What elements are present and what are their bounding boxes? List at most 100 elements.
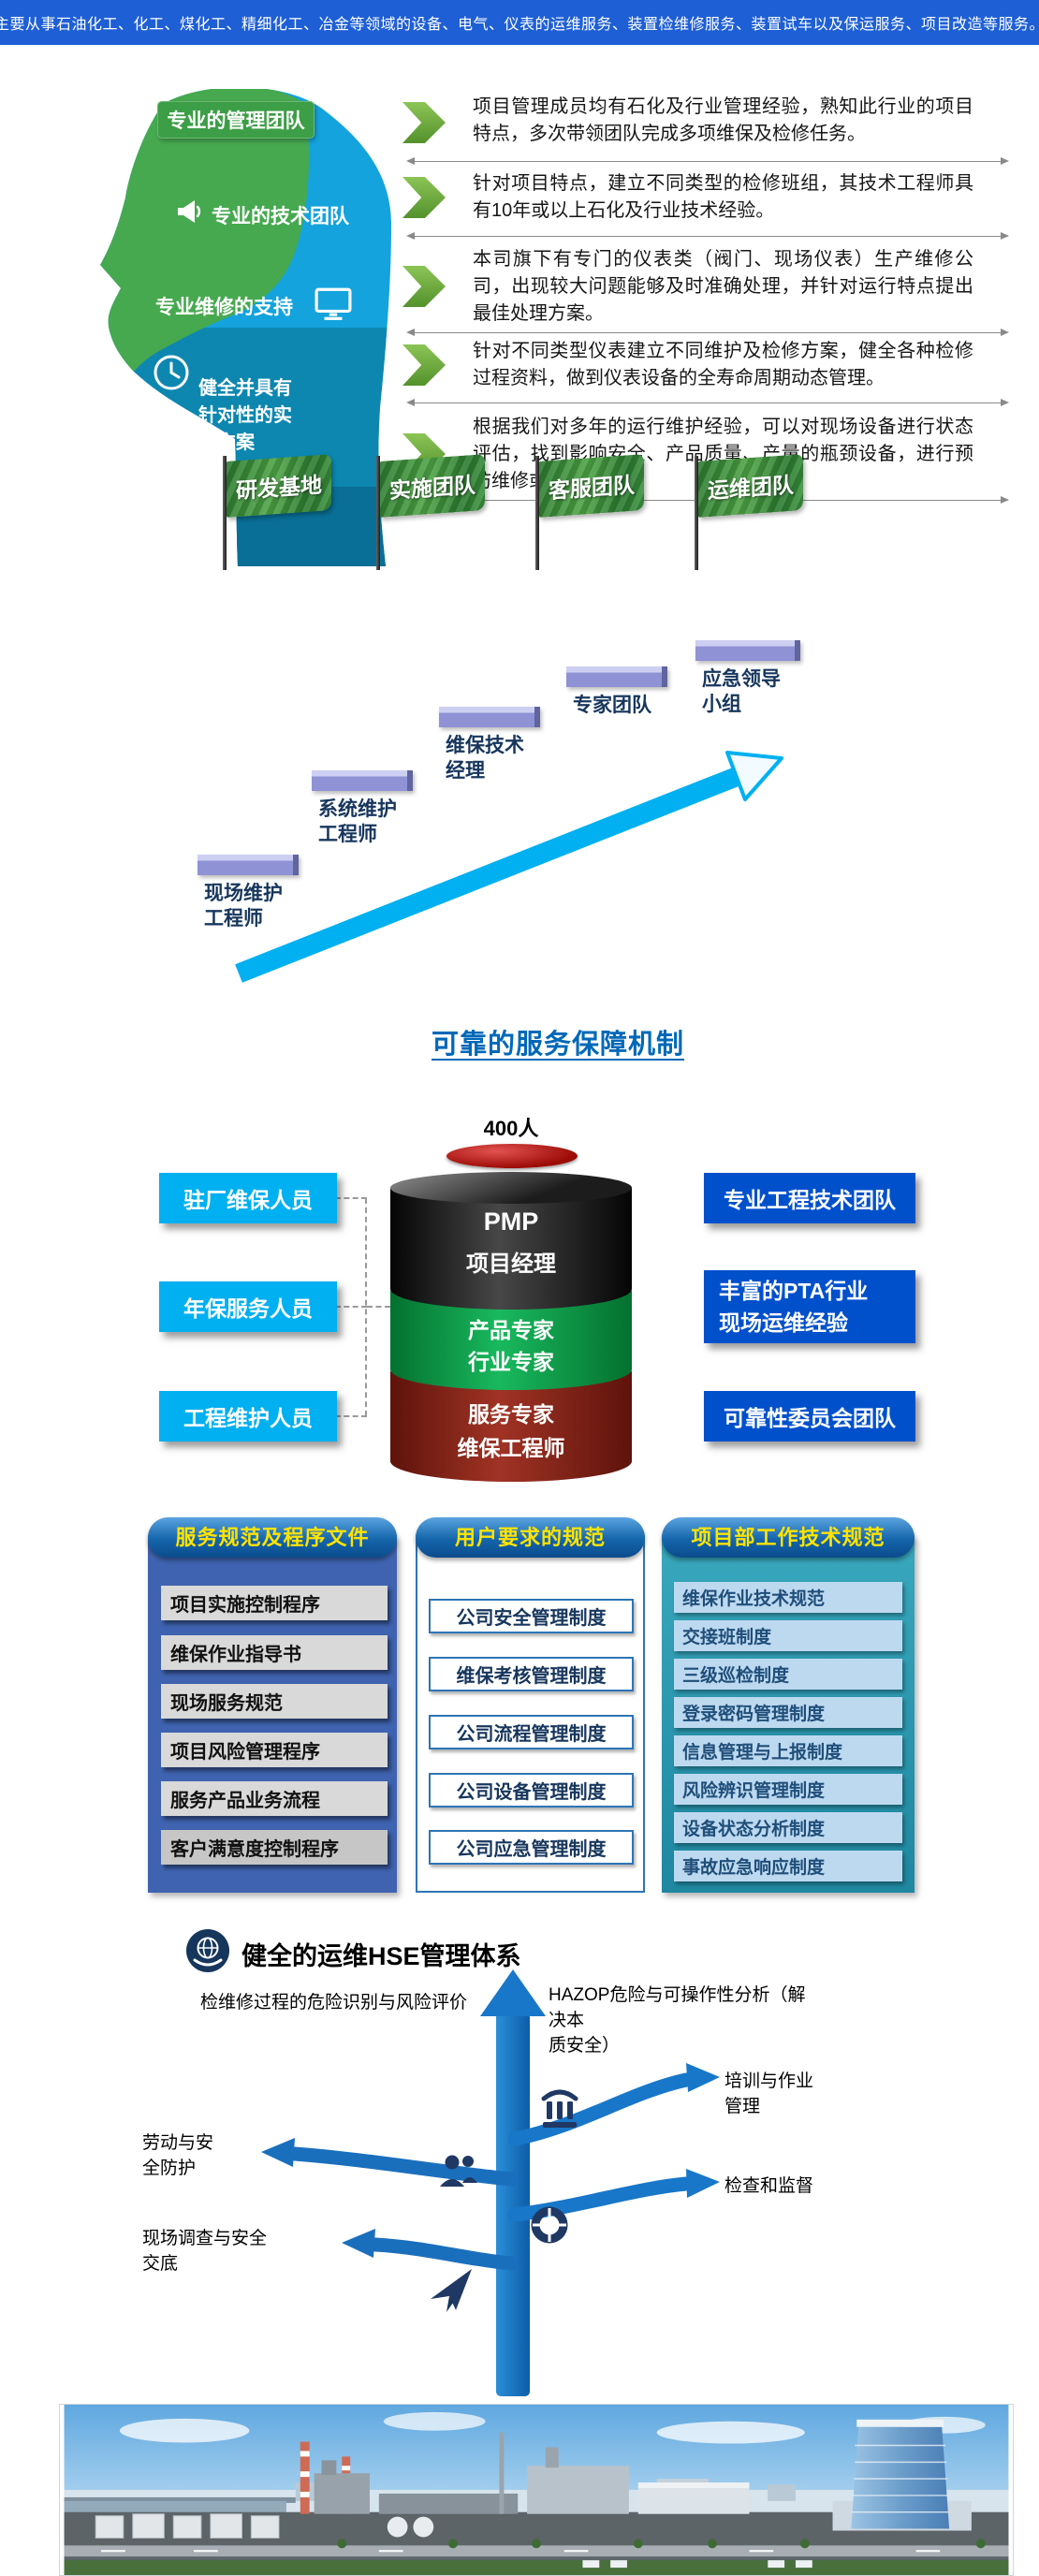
clock-icon (154, 355, 189, 390)
staff-cylinder: PMP 项目经理 产品专家 行业专家 服务专家 维保工程师 (390, 1172, 632, 1483)
flag-pole (223, 456, 227, 570)
cylinder-text: 项目经理 (466, 1251, 556, 1277)
cylinder-text: 行业专家 (468, 1350, 554, 1374)
library-columns-icon (541, 2089, 578, 2128)
flag-operation-team: 运维团队 (698, 454, 803, 518)
escalation-step-bar (312, 770, 413, 791)
flag-label: 运维团队 (708, 472, 794, 504)
management-team-text: 专业的管理团队 (167, 110, 305, 132)
staff-box-label: 年保服务人员 (183, 1296, 313, 1321)
advantage-paragraph: 项目管理成员均有石化及行业管理经验，熟知此行业的项目特点，多次带领团队完成多项维… (473, 96, 973, 144)
cylinder-text: 产品专家 (468, 1318, 554, 1342)
label-management-team: 专业的管理团队 (157, 101, 315, 139)
escalation-step-label: 系统维护 工程师 (318, 798, 397, 845)
label-technical-team: 专业的技术团队 (212, 201, 349, 229)
technical-team-text: 专业的技术团队 (212, 206, 349, 227)
cylinder-band-pmp (390, 1188, 632, 1310)
megaphone-icon (178, 200, 201, 223)
hse-label-risk-identification: 检维修过程的危险识别与风险评价 (200, 1993, 468, 2012)
connector-line (335, 1197, 367, 1199)
column-item: 设备状态分析制度 (674, 1812, 902, 1843)
escalation-step-bar (566, 666, 667, 687)
column-item: 三级巡检制度 (674, 1659, 902, 1690)
hse-label-inspection: 检查和监督 (724, 2176, 814, 2196)
column-item: 服务产品业务流程 (161, 1781, 388, 1816)
chevron-right-icon (402, 344, 446, 386)
flag-customer-service-team: 客服团队 (539, 454, 644, 518)
escalation-step-label: 应急领导 小组 (702, 668, 781, 715)
column-item: 维保作业指导书 (161, 1635, 388, 1670)
column-item: 风险辨识管理制度 (674, 1774, 902, 1805)
staff-box-label: 驻厂维保人员 (183, 1188, 313, 1212)
team-box-label: 专业工程技术团队 (724, 1188, 896, 1212)
column-item: 现场服务规范 (161, 1684, 388, 1719)
chevron-right-icon (402, 102, 446, 143)
staff-box-engineering: 工程维护人员 (159, 1391, 337, 1442)
team-box-label: 可靠性委员会团队 (724, 1406, 896, 1430)
column-header-user-requirements: 用户要求的规范 (416, 1517, 645, 1558)
column-item: 维保作业技术规范 (674, 1582, 902, 1613)
hse-section-title: 健全的运维HSE管理体系 (241, 1942, 521, 1970)
top-banner: 主要从事石油化工、化工、煤化工、精细化工、冶金等领域的设备、电气、仪表的运维服务… (0, 0, 1039, 45)
column-item: 项目风险管理程序 (161, 1733, 388, 1767)
flag-label: 客服团队 (549, 472, 635, 504)
flag-pole (376, 456, 380, 570)
head-silhouette-illustration (100, 89, 391, 566)
separator-double-arrow (406, 232, 1009, 240)
maintenance-support-text: 专业维修的支持 (155, 297, 293, 318)
staff-box-label: 工程维护人员 (183, 1406, 313, 1430)
column-item: 项目实施控制程序 (161, 1586, 388, 1620)
cylinder-text: PMP (483, 1208, 539, 1236)
hse-flow-diagram (261, 1969, 720, 2396)
column-item: 客户满意度控制程序 (161, 1830, 388, 1865)
connector-line (367, 1306, 390, 1308)
flag-pole (695, 456, 698, 570)
column-item: 公司流程管理制度 (429, 1715, 634, 1749)
column-header-service-standards: 服务规范及程序文件 (148, 1517, 397, 1558)
column-item: 信息管理与上报制度 (674, 1735, 902, 1766)
plant-panorama-illustration (59, 2404, 1014, 2576)
label-maintenance-support: 专业维修的支持 (155, 292, 293, 320)
growth-arrow (235, 751, 783, 983)
escalation-step-bar (695, 640, 800, 661)
separator-double-arrow (406, 399, 1009, 406)
globe-icon (186, 1929, 229, 1972)
connector-line (335, 1415, 367, 1417)
advantage-paragraph: 针对不同类型仪表建立不同维护及检修方案，健全各种检修过程资料，做到仪表设备的全寿… (473, 341, 973, 388)
advantage-paragraph: 针对项目特点，建立不同类型的检修班组，其技术工程师具有10年或以上石化及行业技术… (473, 173, 973, 221)
column-item: 公司应急管理制度 (429, 1830, 634, 1865)
flag-label: 实施团队 (389, 472, 476, 504)
column-item: 维保考核管理制度 (429, 1657, 634, 1691)
column-item: 交接班制度 (674, 1620, 902, 1651)
team-box-label: 丰富的PTA行业 现场运维经验 (719, 1279, 869, 1335)
cylinder-text: 维保工程师 (457, 1436, 565, 1460)
flag-label: 研发基地 (236, 472, 322, 504)
banner-text: 主要从事石油化工、化工、煤化工、精细化工、冶金等领域的设备、电气、仪表的运维服务… (0, 17, 1039, 33)
headcount-disc (446, 1144, 578, 1168)
escalation-step-bar (198, 855, 299, 875)
flag-rd-base: 研发基地 (227, 454, 331, 518)
label-implementation-plan: 健全并具有 针对性的实 施方案 (198, 348, 292, 457)
flag-implementation-team: 实施团队 (380, 454, 485, 518)
cylinder-text: 服务专家 (468, 1402, 554, 1427)
column-item: 公司安全管理制度 (429, 1599, 634, 1633)
team-icon (440, 2155, 477, 2187)
flag-pole (535, 456, 539, 570)
paper-plane-icon (431, 2269, 472, 2312)
column-item: 事故应急响应制度 (674, 1851, 902, 1881)
monitor-icon (315, 287, 352, 320)
section-title: 可靠的服务保障机制 (431, 1030, 684, 1060)
escalation-step-label: 维保技术 经理 (446, 735, 524, 782)
chevron-right-icon (402, 266, 446, 307)
team-box-engineering: 专业工程技术团队 (704, 1173, 915, 1223)
hse-label-hazop: HAZOP危险与可操作性分析（解决本 质安全） (549, 1985, 806, 2056)
hse-label-training: 培训与作业 管理 (724, 2071, 814, 2116)
team-box-reliability: 可靠性委员会团队 (704, 1391, 915, 1442)
advantage-paragraph: 本司旗下有专门的仪表类（阀门、现场仪表）生产维修公司，出现较大问题能够及时准确处… (473, 249, 973, 324)
escalation-step-label: 现场维护 工程师 (204, 883, 283, 929)
hse-label-site-survey: 现场调查与安全 交底 (142, 2229, 268, 2274)
headcount-label: 400人 (483, 1117, 539, 1140)
implementation-plan-text: 健全并具有 针对性的实 施方案 (198, 378, 292, 453)
separator-double-arrow (406, 329, 1009, 336)
